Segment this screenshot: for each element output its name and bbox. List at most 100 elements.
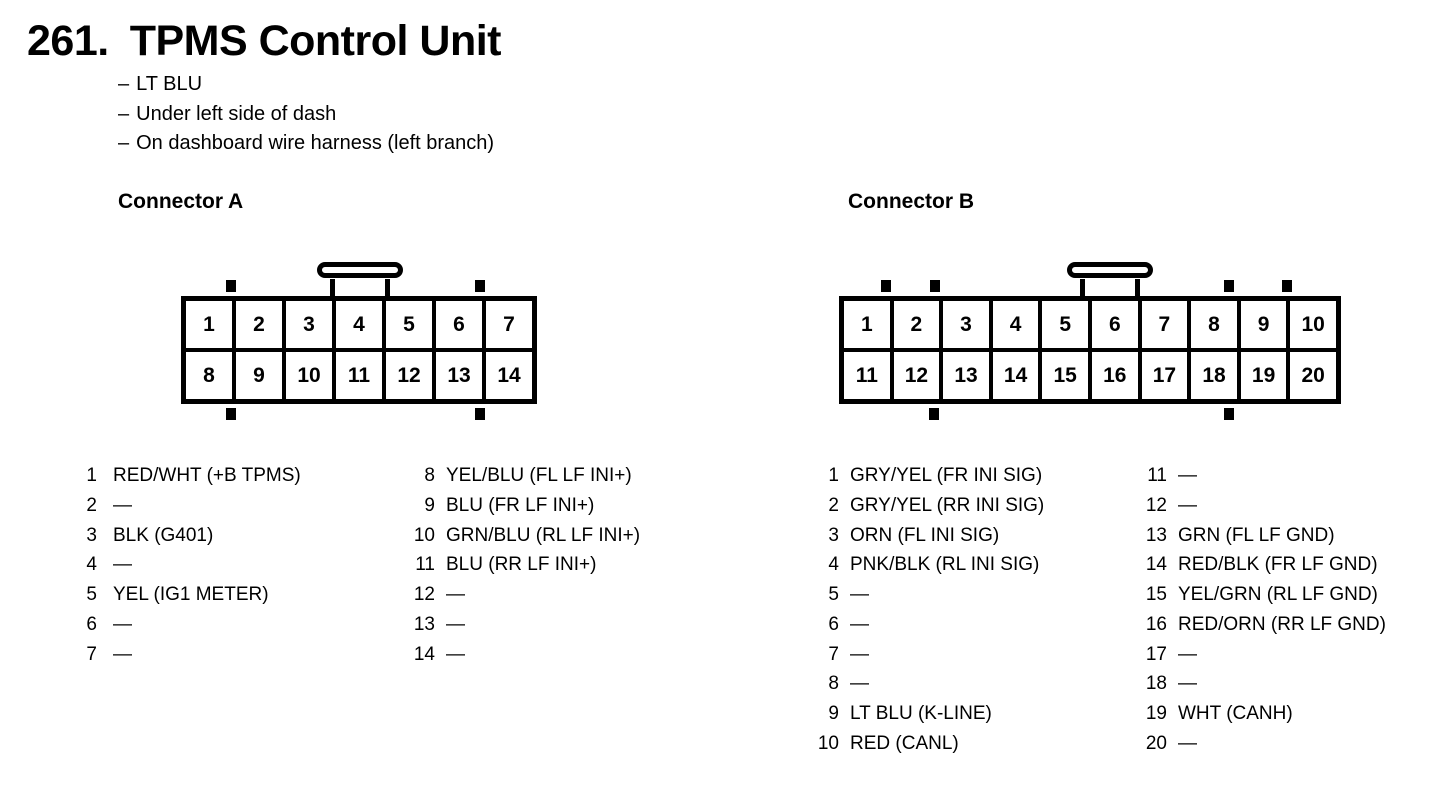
pin-description: — <box>446 643 465 665</box>
pin-description: LT BLU (K-LINE) <box>850 703 992 724</box>
mounting-tab-icon <box>1224 408 1234 420</box>
pin-number: 9 <box>828 703 839 724</box>
pin-number: 10 <box>817 732 839 754</box>
latch-neck-icon <box>1080 279 1140 299</box>
pin-row: 7— <box>75 640 301 670</box>
note-text: Under left side of dash <box>136 102 337 125</box>
pin-row: 5— <box>815 580 1044 610</box>
pin-number: 19 <box>1145 703 1167 724</box>
pin-number: 4 <box>86 554 97 576</box>
mounting-tab-icon <box>930 280 940 292</box>
pin-description: — <box>850 613 869 635</box>
pin-row: 18— <box>1143 669 1386 699</box>
pin-cell: 4 <box>992 301 1039 348</box>
pin-description: YEL (IG1 METER) <box>113 584 269 605</box>
page-title: 261. TPMS Control Unit <box>27 20 501 63</box>
pin-number: 5 <box>86 584 97 605</box>
pin-row: 2 GRY/YEL (RR INI SIG) <box>815 491 1044 521</box>
pin-cell: 2 <box>236 301 282 348</box>
pin-number: 7 <box>828 643 839 665</box>
latch-handle-icon <box>1067 262 1153 278</box>
pin-number: 17 <box>1145 643 1167 665</box>
pin-row: 9 LT BLU (K-LINE) <box>815 699 1044 729</box>
pin-cell: 1 <box>186 301 232 348</box>
pin-number: 2 <box>828 494 839 516</box>
pin-row: 20— <box>1143 729 1386 759</box>
pin-row: 6— <box>75 610 301 640</box>
connector-b-heading: Connector B <box>848 190 974 213</box>
connector-b-pin-list-left: 1 GRY/YEL (FR INI SIG) 2 GRY/YEL (RR INI SI… <box>815 461 1044 759</box>
pin-description: GRY/YEL (RR INI SIG) <box>850 494 1045 516</box>
pin-cell: 11 <box>844 352 890 399</box>
pin-row: 10 RED (CANL) <box>815 729 1044 759</box>
pin-number: 12 <box>1145 494 1167 516</box>
mounting-tab-icon <box>475 408 485 420</box>
mounting-tab-icon <box>1224 280 1234 292</box>
pin-description: ORN (FL INI SIG) <box>850 524 1000 546</box>
pin-number: 11 <box>415 554 435 576</box>
pin-number: 13 <box>413 613 435 635</box>
pin-number: 13 <box>1145 524 1167 546</box>
pin-description: GRN/BLU (RL LF INI+) <box>446 524 641 546</box>
pin-description: — <box>850 673 869 695</box>
pin-number: 14 <box>1145 554 1167 576</box>
pin-description: GRY/YEL (FR INI SIG) <box>850 465 1043 486</box>
pin-description: — <box>1178 465 1197 486</box>
latch-handle-icon <box>317 262 403 278</box>
pin-row: 5 YEL (IG1 METER) <box>75 580 301 610</box>
pin-number: 6 <box>828 613 839 635</box>
latch-neck-icon <box>330 279 390 299</box>
pin-number: 2 <box>86 494 97 516</box>
pin-cell: 11 <box>336 352 382 399</box>
pin-cell: 14 <box>992 352 1039 399</box>
pin-cell: 7 <box>486 301 532 348</box>
pin-description: BLU (RR LF INI+) <box>446 554 597 576</box>
pin-row: 4— <box>75 550 301 580</box>
pin-cell: 13 <box>943 352 989 399</box>
pin-row: 11 BLU (RR LF INI+) <box>411 550 640 580</box>
pin-cell: 3 <box>286 301 332 348</box>
note-item: –Under left side of dash <box>118 100 494 130</box>
pin-description: — <box>113 613 132 635</box>
pin-description: RED/WHT (+B TPMS) <box>113 465 301 486</box>
pin-row: 12— <box>411 580 640 610</box>
pin-row: 6— <box>815 610 1044 640</box>
pin-cell: 3 <box>943 301 989 348</box>
pin-row: 8— <box>815 669 1044 699</box>
pin-description: — <box>850 584 869 605</box>
pin-description: — <box>1178 732 1197 754</box>
pin-description: RED (CANL) <box>850 732 959 754</box>
note-item: –LT BLU <box>118 70 494 100</box>
pin-number: 3 <box>86 524 97 546</box>
pin-description: — <box>113 643 132 665</box>
pin-number: 7 <box>86 643 97 665</box>
pin-number: 1 <box>828 465 839 486</box>
pin-description: RED/BLK (FR LF GND) <box>1178 554 1378 576</box>
pin-number: 15 <box>1145 584 1167 605</box>
pin-description: PNK/BLK (RL INI SIG) <box>850 554 1040 576</box>
pin-cell: 4 <box>336 301 382 348</box>
pin-number: 5 <box>828 584 839 605</box>
pin-description: — <box>113 494 132 516</box>
bullet-dash: – <box>118 132 130 154</box>
pin-cell: 10 <box>286 352 332 399</box>
pin-cell: 2 <box>893 301 940 348</box>
pin-cell: 8 <box>186 352 232 399</box>
pin-description: — <box>113 554 132 576</box>
section-number: 261. <box>27 17 109 65</box>
pin-cell: 5 <box>386 301 432 348</box>
